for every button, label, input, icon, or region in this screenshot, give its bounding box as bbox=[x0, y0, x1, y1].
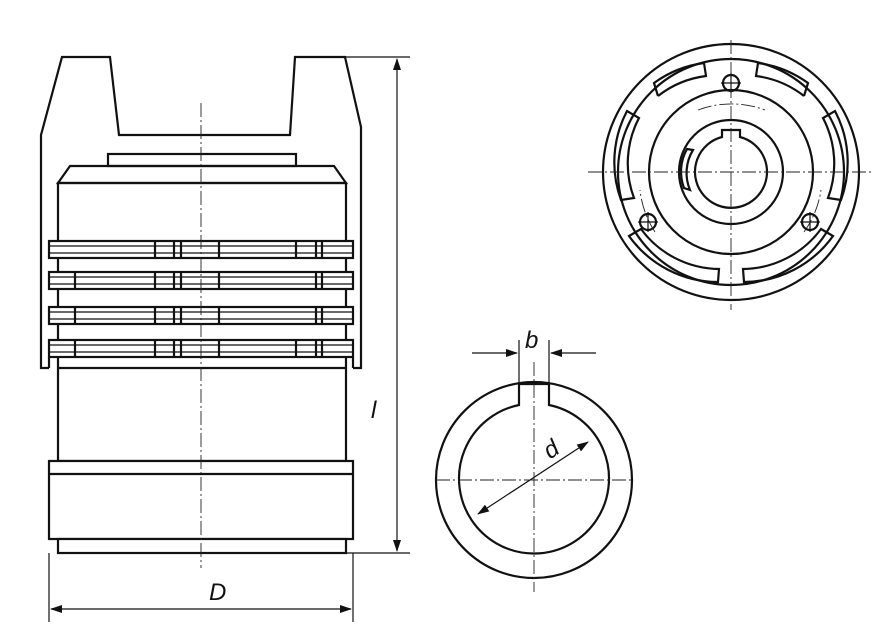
side-view bbox=[39, 55, 363, 568]
dimension-label-b: b bbox=[525, 327, 538, 354]
dimension-l: l bbox=[345, 56, 410, 554]
dimension-D: D bbox=[48, 553, 354, 622]
dimension-d-line bbox=[477, 441, 589, 515]
end-view bbox=[588, 40, 872, 310]
top-collar bbox=[106, 152, 298, 168]
outer-body-outline bbox=[39, 55, 363, 370]
dimension-label-l: l bbox=[371, 397, 377, 424]
dimension-label-D: D bbox=[209, 579, 226, 606]
end-view-keyed-bore bbox=[693, 128, 769, 209]
chamfered-cap bbox=[55, 164, 349, 185]
slotted-ring bbox=[613, 61, 849, 284]
keyway-bore bbox=[457, 382, 611, 555]
keyway-section-view: b d bbox=[434, 327, 634, 592]
